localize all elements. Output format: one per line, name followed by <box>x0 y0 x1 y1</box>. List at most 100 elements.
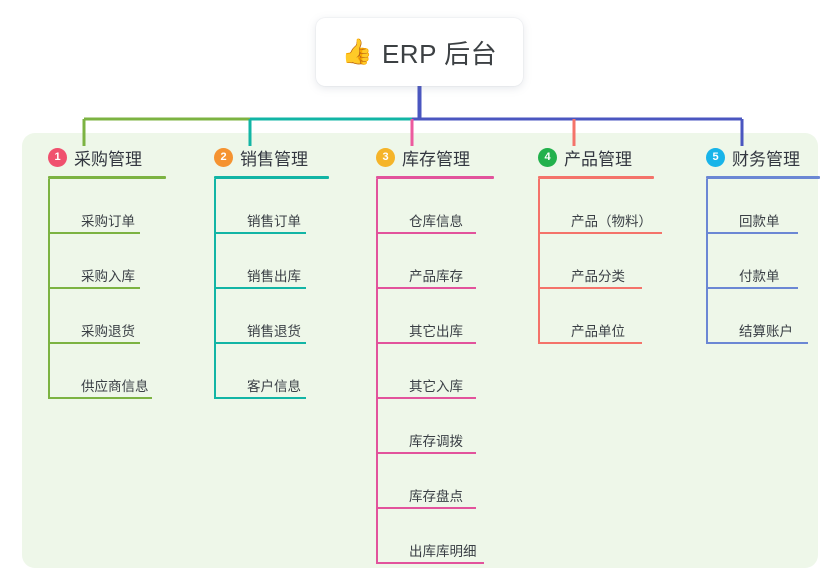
leaf-item[interactable]: 库存调拨 <box>376 399 494 454</box>
leaf-item-rule <box>706 287 798 289</box>
column-1: 1 采购管理采购订单采购入库采购退货供应商信息 <box>30 145 166 399</box>
leaf-item[interactable]: 其它入库 <box>376 344 494 399</box>
leaf-item[interactable]: 客户信息 <box>214 344 329 399</box>
leaf-item-rule <box>538 232 662 234</box>
leaf-item[interactable]: 采购订单 <box>48 179 166 234</box>
column-spine <box>538 179 540 344</box>
leaf-item[interactable]: 付款单 <box>706 234 820 289</box>
leaf-item-label: 其它出库 <box>409 324 463 339</box>
leaf-item-label: 付款单 <box>739 269 780 284</box>
leaf-item[interactable]: 库存盘点 <box>376 454 494 509</box>
leaf-item-rule <box>214 287 306 289</box>
leaf-item-rule <box>214 342 306 344</box>
column-header-3[interactable]: 3 库存管理 <box>358 145 494 169</box>
leaf-item-rule <box>376 287 476 289</box>
leaf-item-rule <box>214 397 306 399</box>
column-spine <box>376 179 378 564</box>
column-items: 销售订单销售出库销售退货客户信息 <box>196 179 329 399</box>
column-items: 产品（物料） 产品分类产品单位 <box>520 179 662 344</box>
leaf-item-rule <box>48 342 140 344</box>
column-items: 仓库信息产品库存其它出库其它入库库存调拨库存盘点出库库明细 <box>358 179 494 564</box>
column-title: 采购管理 <box>74 149 142 169</box>
thumbs-up-icon: 👍 <box>341 37 373 66</box>
leaf-item-label: 销售订单 <box>247 214 301 229</box>
column-title: 产品管理 <box>564 149 632 169</box>
leaf-item[interactable]: 出库库明细 <box>376 509 494 564</box>
column-index-badge: 2 <box>214 147 233 167</box>
column-items: 回款单付款单结算账户 <box>688 179 820 344</box>
leaf-item[interactable]: 产品（物料） <box>538 179 662 234</box>
column-title: 财务管理 <box>732 149 800 169</box>
leaf-item-label: 采购订单 <box>81 214 135 229</box>
leaf-item-label: 销售出库 <box>247 269 301 284</box>
column-index-badge: 4 <box>538 147 557 167</box>
leaf-item[interactable]: 供应商信息 <box>48 344 166 399</box>
column-header-1[interactable]: 1 采购管理 <box>30 145 166 169</box>
columns-panel <box>22 133 818 568</box>
leaf-item-rule <box>538 342 642 344</box>
leaf-item[interactable]: 其它出库 <box>376 289 494 344</box>
leaf-item-label: 产品（物料） <box>571 214 652 229</box>
column-header-2[interactable]: 2 销售管理 <box>196 145 329 169</box>
column-index-badge: 1 <box>48 147 67 167</box>
leaf-item-label: 销售退货 <box>247 324 301 339</box>
leaf-item[interactable]: 产品单位 <box>538 289 654 344</box>
leaf-item-rule <box>376 507 476 509</box>
column-header-4[interactable]: 4 产品管理 <box>520 145 654 169</box>
column-header-rule <box>376 176 494 179</box>
column-spine <box>48 179 50 399</box>
leaf-item[interactable]: 产品分类 <box>538 234 654 289</box>
leaf-item-rule <box>376 562 484 564</box>
leaf-item-label: 产品分类 <box>571 269 625 284</box>
leaf-item-label: 供应商信息 <box>81 379 149 394</box>
leaf-item-label: 产品库存 <box>409 269 463 284</box>
leaf-item-label: 客户信息 <box>247 379 301 394</box>
leaf-item-rule <box>214 232 306 234</box>
leaf-item-rule <box>48 397 152 399</box>
leaf-item-label: 产品单位 <box>571 324 625 339</box>
column-index-badge: 3 <box>376 147 395 167</box>
column-title: 销售管理 <box>240 149 308 169</box>
leaf-item[interactable]: 回款单 <box>706 179 820 234</box>
column-title: 库存管理 <box>402 149 470 169</box>
leaf-item-label: 出库库明细 <box>409 544 477 559</box>
leaf-item[interactable]: 采购入库 <box>48 234 166 289</box>
column-items: 采购订单采购入库采购退货供应商信息 <box>30 179 166 399</box>
column-header-rule <box>214 176 329 179</box>
leaf-item[interactable]: 产品库存 <box>376 234 494 289</box>
leaf-item[interactable]: 采购退货 <box>48 289 166 344</box>
root-node-title: ERP 后台 <box>381 38 498 69</box>
column-3: 3 库存管理仓库信息产品库存其它出库其它入库库存调拨库存盘点出库库明细 <box>358 145 494 564</box>
leaf-item-rule <box>376 452 476 454</box>
column-4: 4 产品管理产品（物料） 产品分类产品单位 <box>520 145 662 344</box>
column-header-rule <box>706 176 820 179</box>
column-header-rule <box>538 176 654 179</box>
leaf-item-label: 库存调拨 <box>409 434 463 449</box>
leaf-item-rule <box>48 287 140 289</box>
column-header-rule <box>48 176 166 179</box>
column-spine <box>214 179 216 399</box>
leaf-item-label: 采购退货 <box>81 324 135 339</box>
leaf-item-rule <box>706 232 798 234</box>
leaf-item-rule <box>706 342 808 344</box>
leaf-item-label: 采购入库 <box>81 269 135 284</box>
leaf-item-label: 库存盘点 <box>409 489 463 504</box>
leaf-item[interactable]: 结算账户 <box>706 289 820 344</box>
column-2: 2 销售管理销售订单销售出库销售退货客户信息 <box>196 145 329 399</box>
leaf-item-label: 结算账户 <box>739 324 793 339</box>
leaf-item-rule <box>538 287 642 289</box>
leaf-item[interactable]: 销售退货 <box>214 289 329 344</box>
column-spine <box>706 179 708 344</box>
root-node-card[interactable]: 👍 ERP 后台 <box>316 18 523 86</box>
leaf-item-rule <box>376 397 476 399</box>
leaf-item-label: 其它入库 <box>409 379 463 394</box>
leaf-item[interactable]: 销售订单 <box>214 179 329 234</box>
leaf-item[interactable]: 销售出库 <box>214 234 329 289</box>
leaf-item[interactable]: 仓库信息 <box>376 179 494 234</box>
leaf-item-label: 仓库信息 <box>409 214 463 229</box>
leaf-item-rule <box>376 232 476 234</box>
leaf-item-rule <box>48 232 140 234</box>
